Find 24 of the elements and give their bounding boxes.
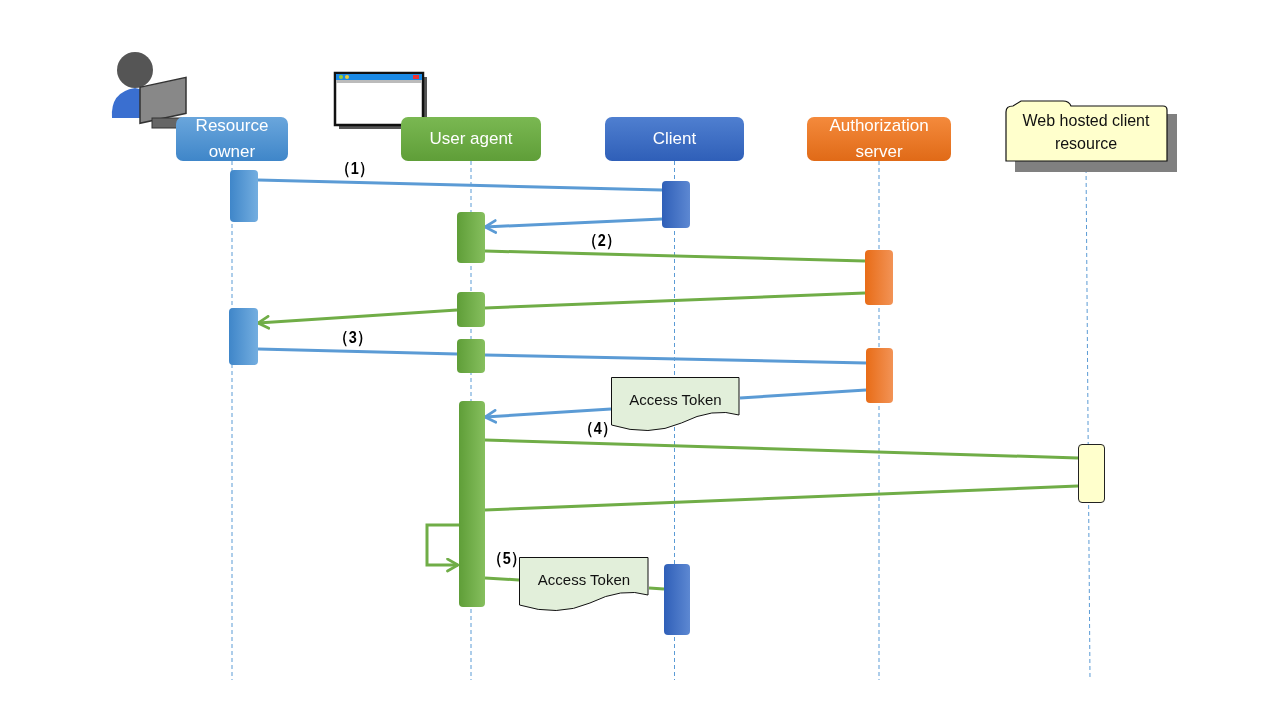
activation-bar [457,292,485,327]
participant-box: Resource owner [176,117,288,161]
step-number: （1） [336,158,374,180]
step-number: （3） [334,327,372,349]
activation-bar [865,250,893,305]
step-number: （5） [488,548,526,570]
arrow [483,407,612,424]
activation-bar [230,170,258,222]
activation-bar [664,564,690,635]
activation-bar [459,401,485,607]
arrow [256,308,458,330]
arrow [425,523,460,573]
participant-box: Authorization server [807,117,951,161]
participant-box: Client [605,117,744,161]
step-number: （4） [579,418,617,440]
participant-box: User agent [401,117,541,161]
activation-bar [662,181,690,228]
activation-bar [229,308,258,365]
activation-bar [1078,444,1105,503]
activation-bar [866,348,893,403]
activation-bar [457,212,485,263]
arrow [483,217,663,234]
activation-bar [457,339,485,373]
step-number: （2） [583,230,621,252]
